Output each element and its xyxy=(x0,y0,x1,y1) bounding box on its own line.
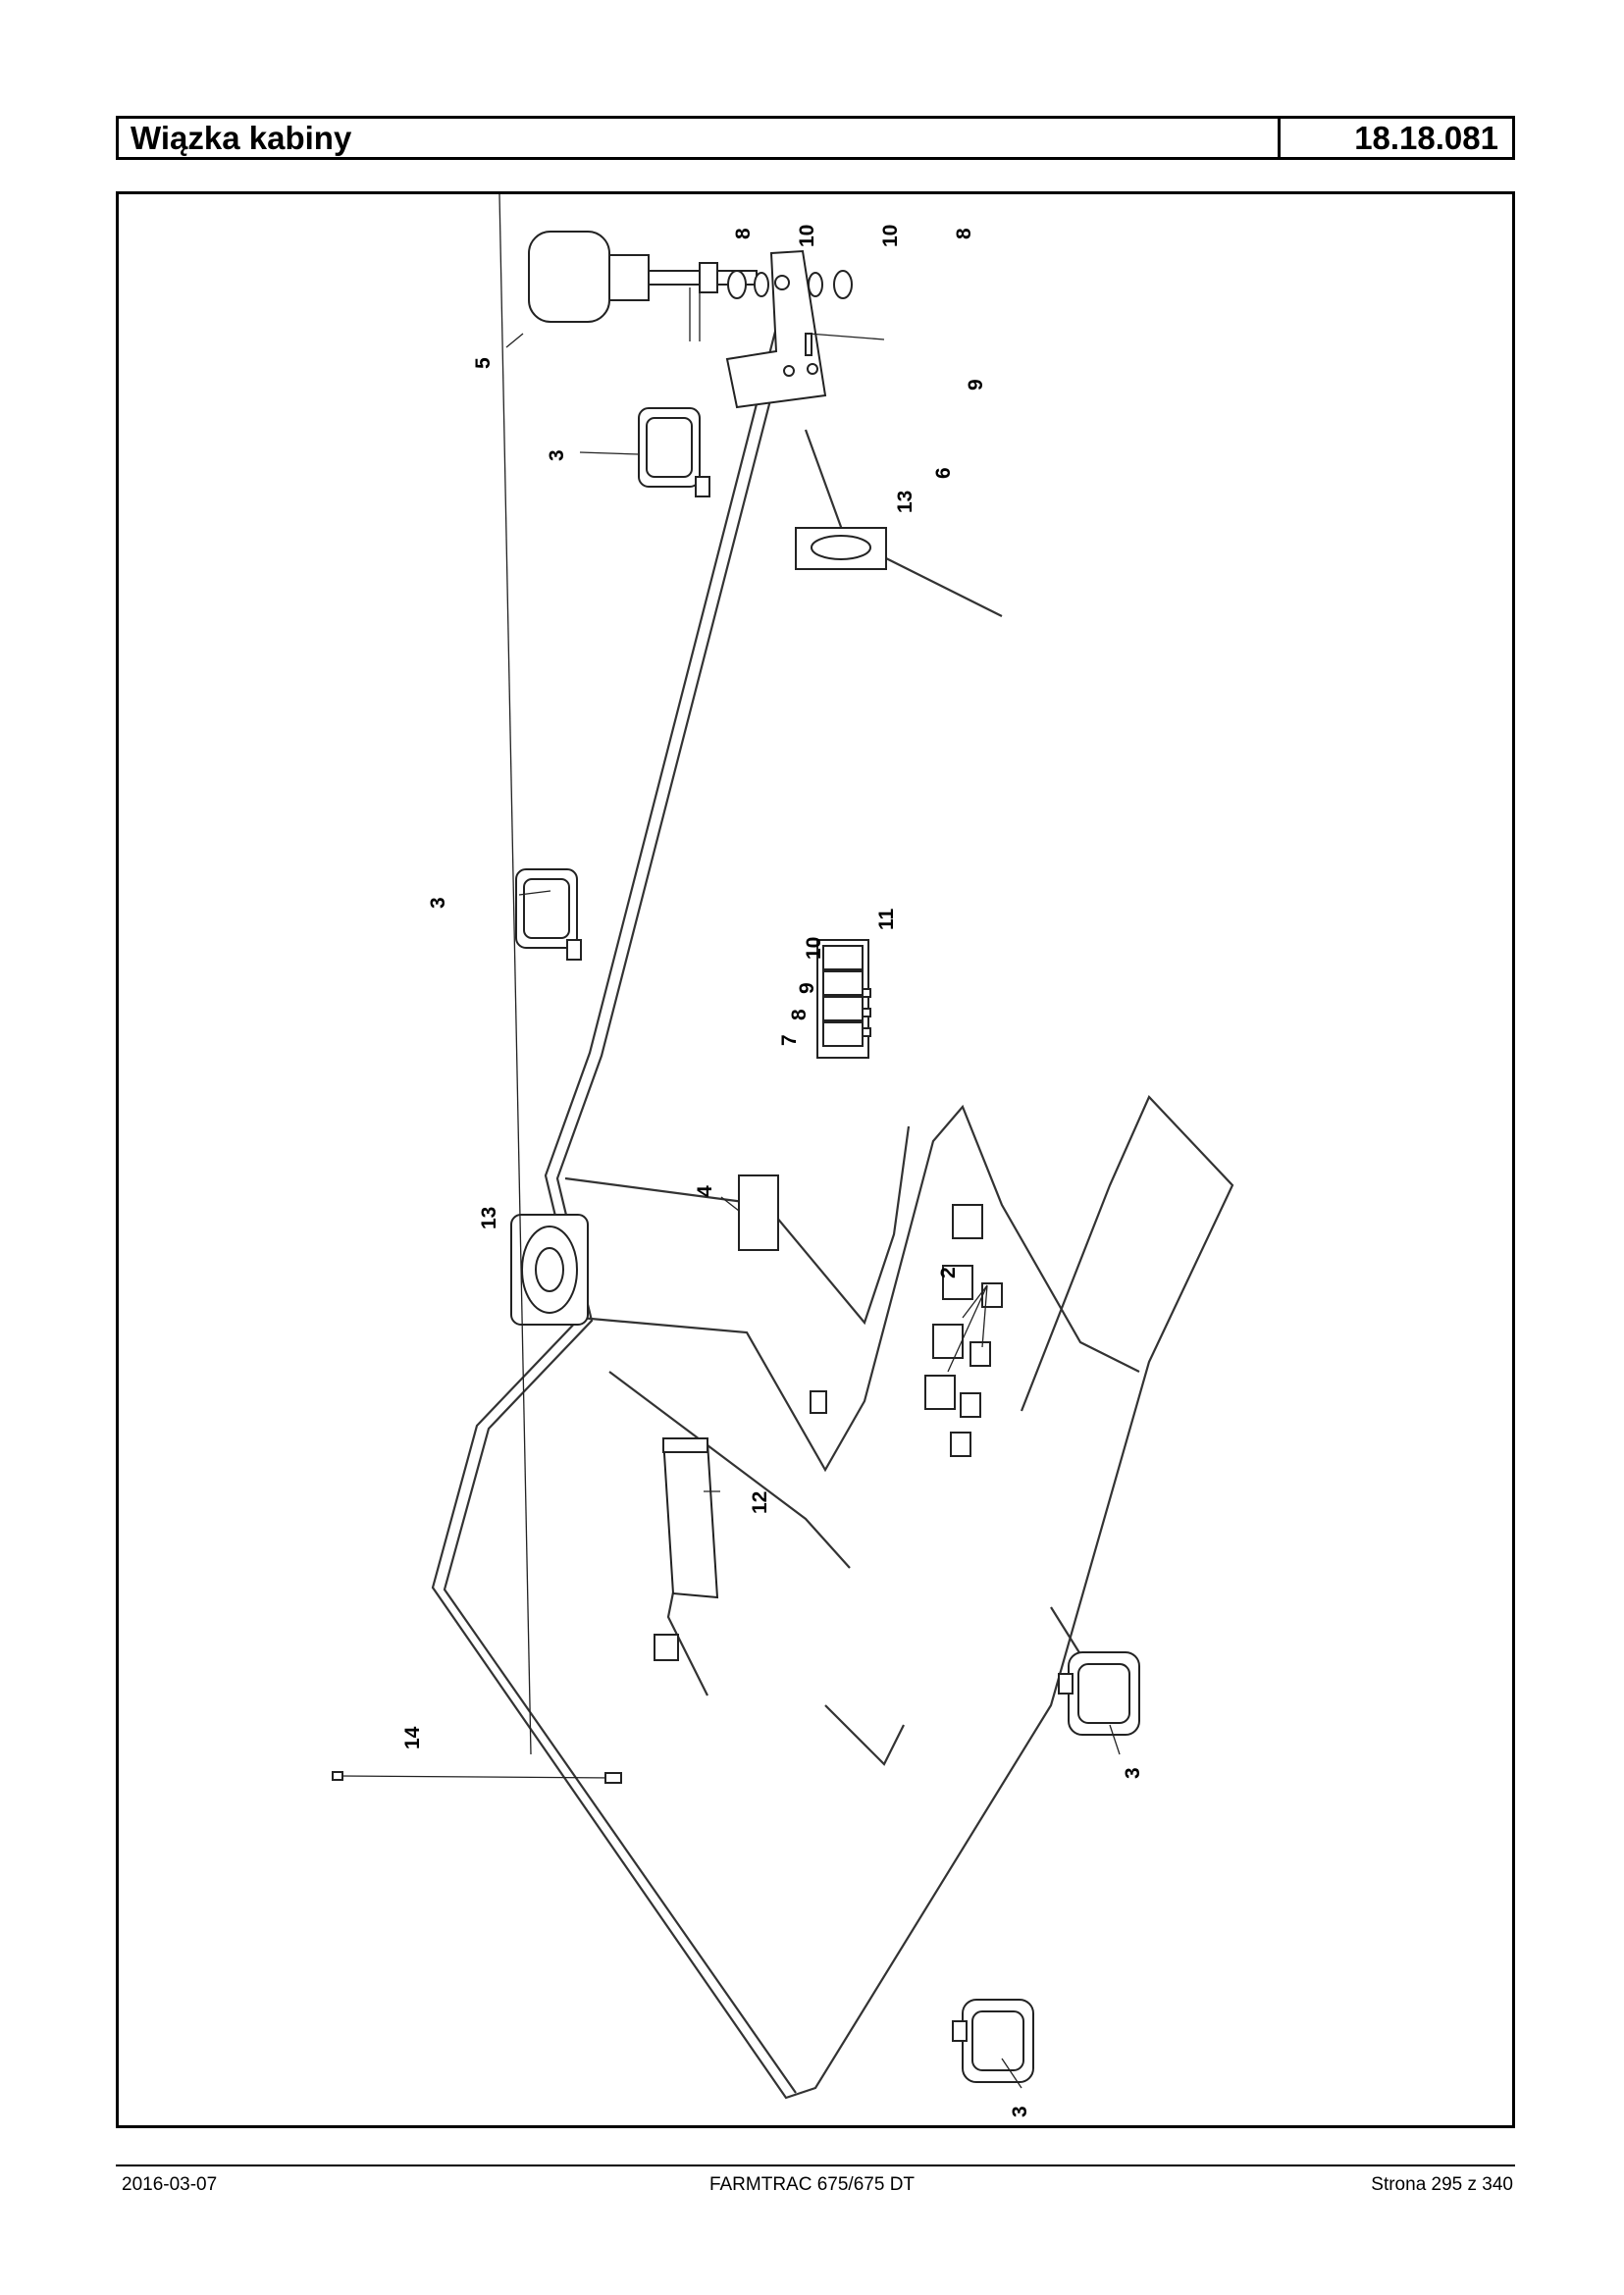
callout-5: 5 xyxy=(472,357,495,369)
footer-divider xyxy=(116,2165,1515,2166)
callout-10c: 10 xyxy=(803,937,825,960)
footer-model: FARMTRAC 675/675 DT xyxy=(708,2174,916,2195)
callout-labels: 5 8 10 10 8 9 6 13 3 3 11 10 9 8 7 4 13 … xyxy=(401,225,1144,2117)
callout-14: 14 xyxy=(401,1726,424,1749)
diagram-canvas: 5 8 10 10 8 9 6 13 3 3 11 10 9 8 7 4 13 … xyxy=(332,194,1234,2117)
antenna-cable xyxy=(332,1771,622,1784)
harness-wires xyxy=(431,327,1234,2100)
callout-13a: 13 xyxy=(894,491,917,513)
callout-6: 6 xyxy=(932,467,955,479)
callout-12: 12 xyxy=(749,1491,771,1514)
control-module xyxy=(738,1174,827,1414)
wiring-diagram: 5 8 10 10 8 9 6 13 3 3 11 10 9 8 7 4 13 … xyxy=(116,191,1515,2128)
callout-3b: 3 xyxy=(427,897,449,909)
callout-3d: 3 xyxy=(1009,2106,1031,2117)
callout-3a: 3 xyxy=(546,449,568,461)
callout-9b: 9 xyxy=(796,982,818,994)
callout-2: 2 xyxy=(937,1267,960,1278)
callout-4: 4 xyxy=(694,1185,716,1197)
washer-10a xyxy=(754,272,769,297)
callout-8a: 8 xyxy=(732,228,755,239)
callout-13b: 13 xyxy=(478,1207,500,1229)
footer-date: 2016-03-07 xyxy=(122,2174,218,2195)
radio-unit xyxy=(654,1436,719,1661)
callout-8c: 8 xyxy=(788,1009,811,1020)
callout-7: 7 xyxy=(778,1034,801,1046)
nut-8b xyxy=(833,270,853,299)
speaker-top xyxy=(795,527,887,570)
beacon-lamp xyxy=(528,231,758,341)
callout-8b: 8 xyxy=(953,228,975,239)
page-title: Wiązka kabiny xyxy=(119,119,1281,157)
speaker-large xyxy=(510,1214,589,1326)
leader-lines xyxy=(498,194,1121,2089)
mounting-bracket xyxy=(725,249,885,409)
callout-9a: 9 xyxy=(965,379,987,391)
switch-panel xyxy=(816,939,871,1059)
relay-group xyxy=(924,1204,1003,1457)
washer-10b xyxy=(808,272,823,297)
callout-10a: 10 xyxy=(796,225,818,247)
callout-10b: 10 xyxy=(879,225,902,247)
page-header: Wiązka kabiny 18.18.081 xyxy=(116,116,1515,160)
work-lamps xyxy=(515,407,1140,2083)
callout-3c: 3 xyxy=(1122,1767,1144,1779)
footer-page-number: Strona 295 z 340 xyxy=(1371,2174,1513,2195)
nut-8a xyxy=(727,270,747,299)
section-code: 18.18.081 xyxy=(1354,120,1498,156)
callout-11: 11 xyxy=(875,908,898,930)
